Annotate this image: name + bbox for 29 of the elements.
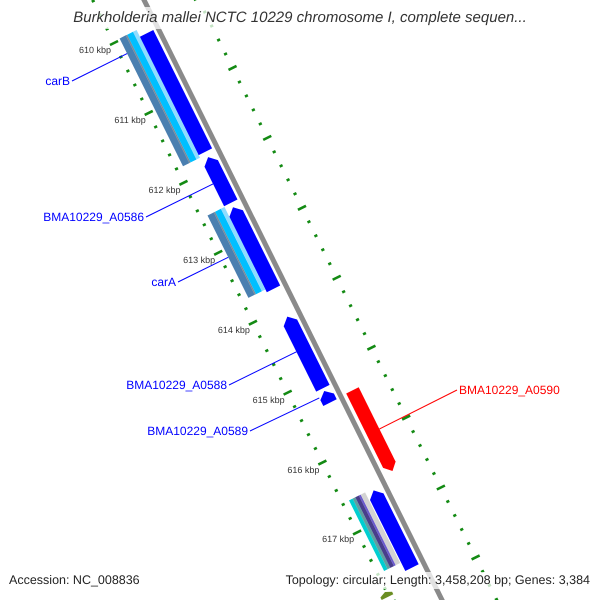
gene-bar xyxy=(346,387,396,471)
position-label: 614 kbp xyxy=(218,324,250,336)
position-label: 615 kbp xyxy=(252,394,285,406)
accession-text: Accession: NC_008836 xyxy=(7,572,142,589)
leader-line xyxy=(250,397,320,432)
gene-label: carA xyxy=(151,275,176,289)
position-label: 611 kbp xyxy=(114,114,146,126)
gene-label: BMA10229_A0586 xyxy=(43,210,144,224)
position-label: 617 kbp xyxy=(322,534,354,546)
summary-text: Topology: circular; Length: 3,458,208 bp; Genes: 3,384 xyxy=(284,572,592,589)
gene-label: BMA10229_A0590 xyxy=(459,383,560,397)
gene-label: BMA10229_A0589 xyxy=(147,424,248,438)
gene-bar xyxy=(284,316,330,392)
leader-line xyxy=(72,53,128,82)
gene-bar xyxy=(204,157,238,206)
position-label: 612 kbp xyxy=(148,184,180,196)
position-label: 613 kbp xyxy=(183,254,216,266)
leader-line xyxy=(146,183,214,218)
position-label: 616 kbp xyxy=(287,464,320,476)
gene-label: carB xyxy=(45,74,70,88)
gene-label: BMA10229_A0588 xyxy=(126,378,227,392)
gene-bar xyxy=(380,592,394,600)
leader-line xyxy=(378,390,458,430)
leader-line xyxy=(228,351,297,386)
position-label: 610 kbp xyxy=(78,45,111,56)
gene-bar xyxy=(370,490,419,571)
leader-line xyxy=(178,256,229,282)
gene-bar xyxy=(229,207,280,292)
gene-bar xyxy=(320,391,337,406)
